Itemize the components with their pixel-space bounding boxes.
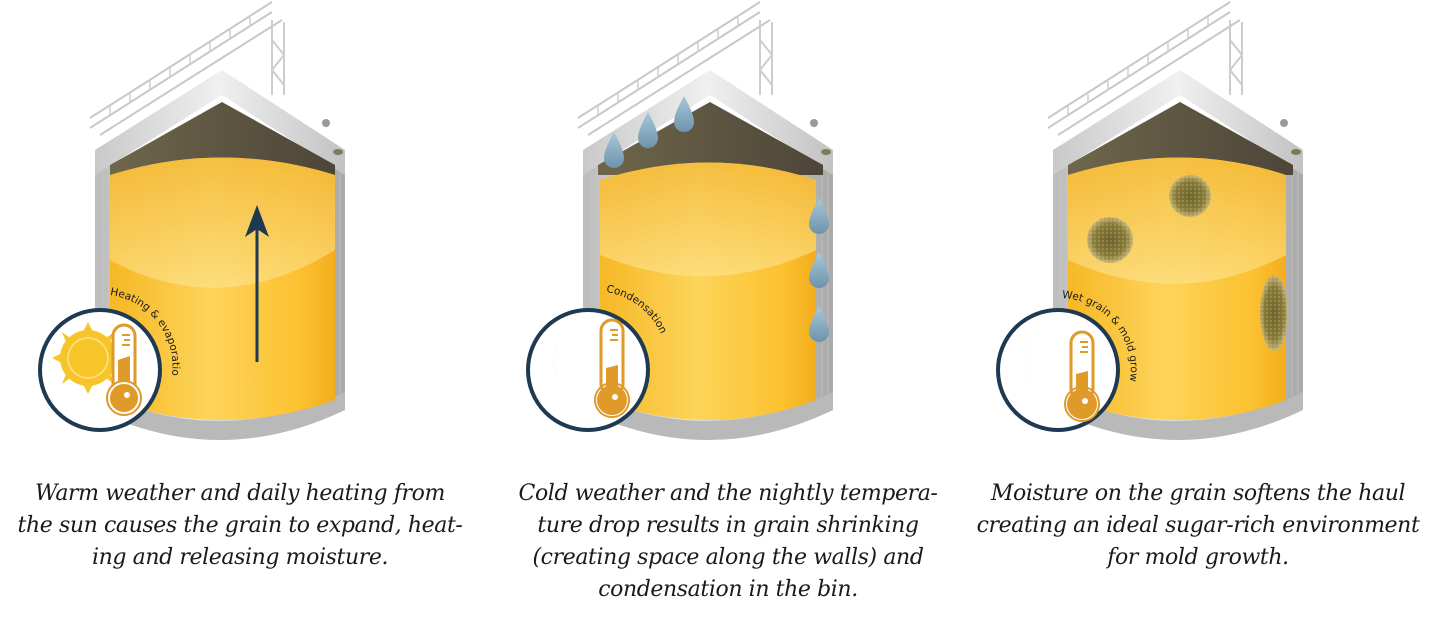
caption-line: the sun causes the grain to expand, heat… <box>17 513 463 538</box>
silo-illustration: Wet grain & mold growht <box>958 0 1303 440</box>
mold-spot-icon <box>1087 175 1288 351</box>
water-droplet-icon <box>604 96 829 342</box>
caption-line: Cold weather and the nightly tempera- <box>518 481 938 506</box>
caption-mold: Moisture on the grain softens the haul c… <box>958 478 1438 574</box>
caption-heating: Warm weather and daily heating from the … <box>0 478 480 574</box>
caption-line: condensation in the bin. <box>598 577 858 602</box>
caption-line: (creating space along the walls) and <box>532 545 924 570</box>
thermometer-icon <box>106 323 142 416</box>
caption-line: creating an ideal sugar-rich environment <box>976 513 1420 538</box>
caption-line: ing and releasing moisture. <box>91 545 389 570</box>
thermometer-icon <box>1064 330 1100 422</box>
caption-line: ture drop results in grain shrinking <box>537 513 919 538</box>
thermometer-icon <box>594 318 630 418</box>
silo-illustration: Condensation <box>526 1 833 440</box>
caption-line: for mold growth. <box>1107 545 1289 570</box>
up-arrow-icon <box>245 205 269 362</box>
panel-heating: Heating & evaporation Warm weather and d… <box>0 0 480 642</box>
silo-illustration: Heating & evaporation <box>0 0 345 440</box>
panel-mold: Wet grain & mold growht Moisture on the … <box>958 0 1438 642</box>
sun-icon <box>52 322 124 394</box>
caption-condensation: Cold weather and the nightly tempera- tu… <box>488 478 968 606</box>
panel-condensation: Condensation Cold weather and the nightl… <box>488 0 968 642</box>
caption-line: Warm weather and daily heating from <box>35 481 445 506</box>
caption-line: Moisture on the grain softens the haul <box>990 481 1406 506</box>
